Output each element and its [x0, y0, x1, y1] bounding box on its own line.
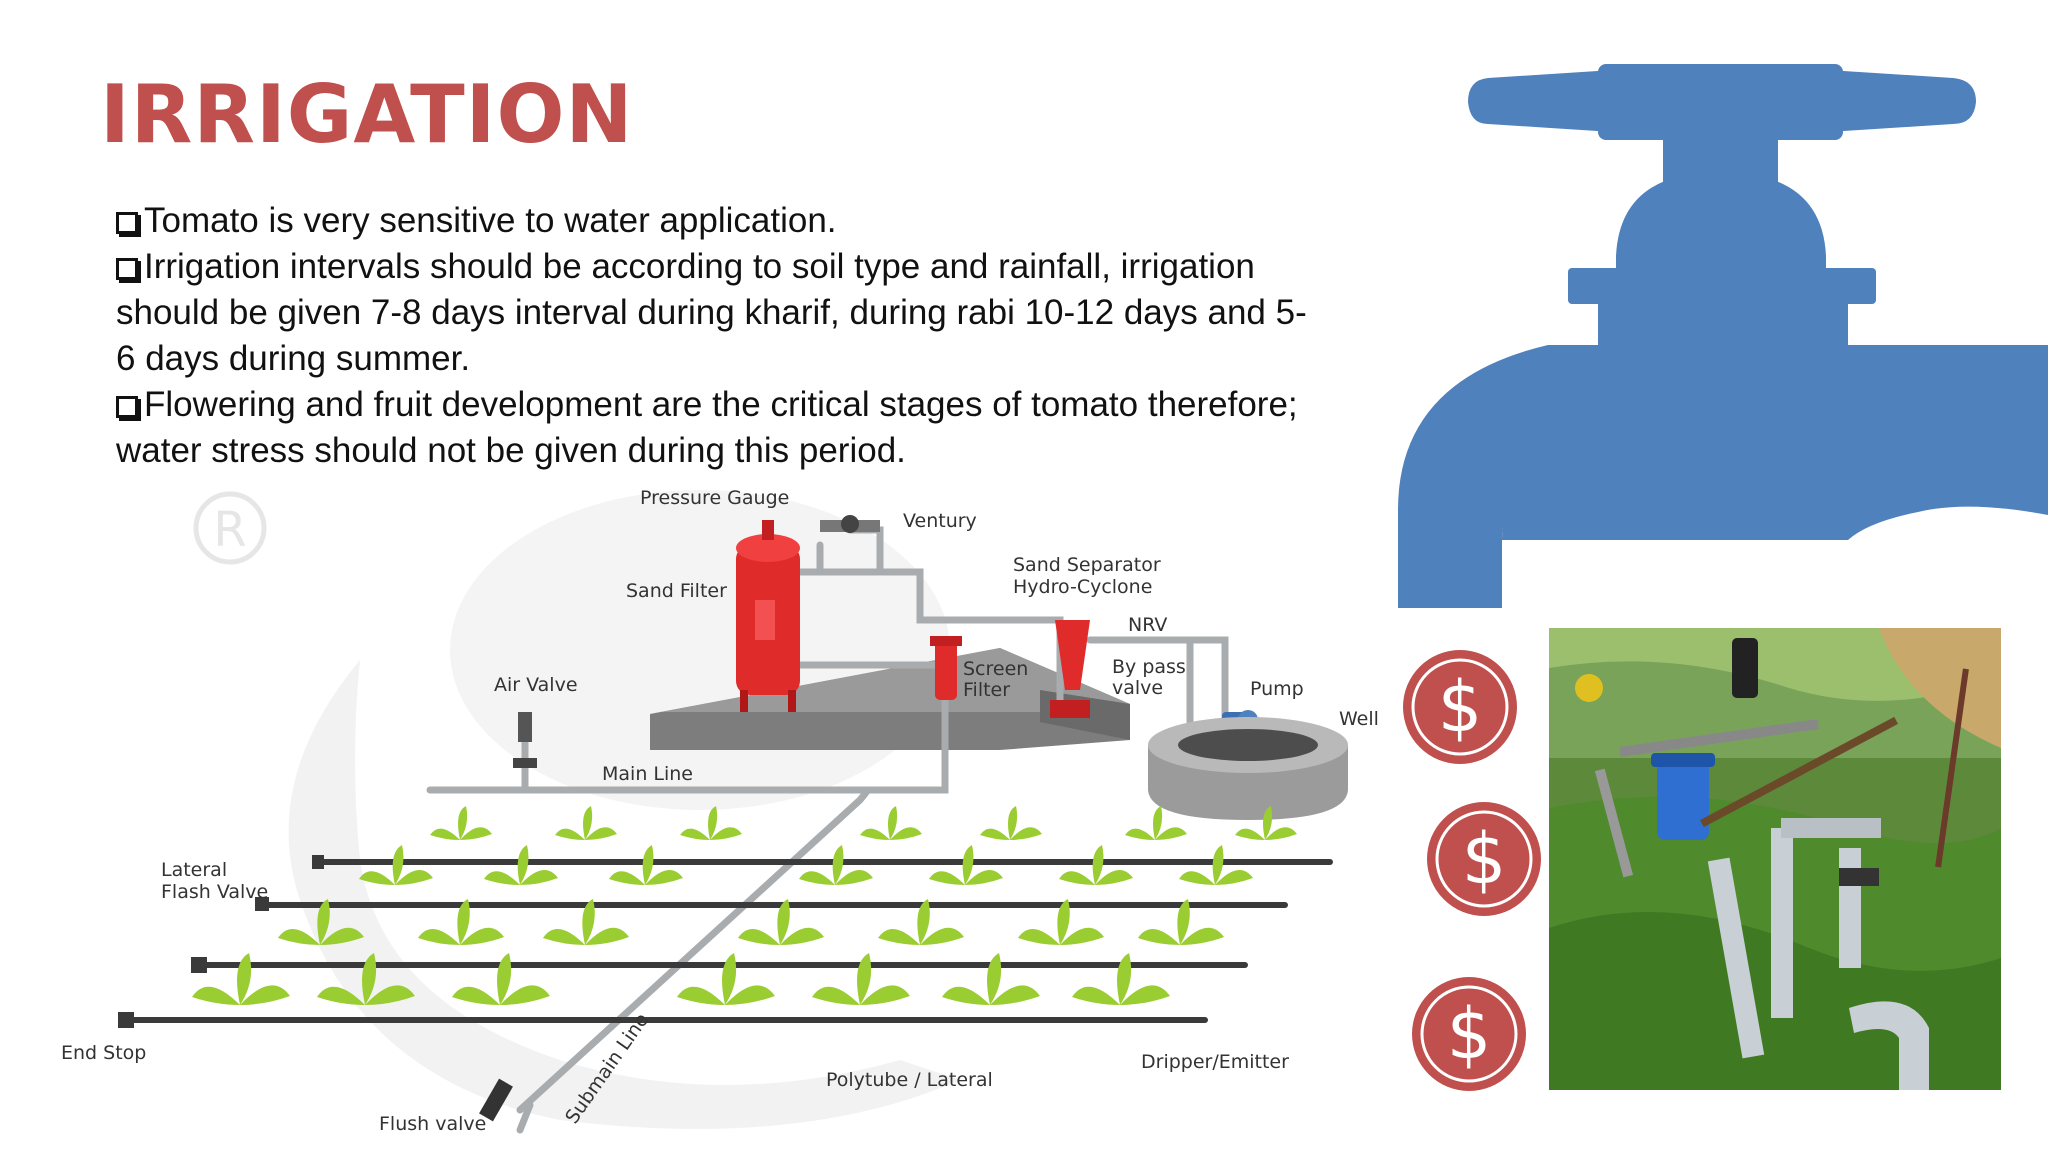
- label-hydro-cyclone: Hydro-Cyclone: [1013, 576, 1152, 598]
- label-sand-separator: Sand Separator: [1013, 554, 1161, 576]
- drip-irrigation-diagram: R: [61, 487, 1379, 1135]
- label-by-pass: By pass: [1112, 656, 1186, 678]
- label-flush-valve: Flush valve: [379, 1113, 486, 1135]
- bullet-list: Tomato is very sensitive to water applic…: [116, 198, 1326, 474]
- checkbox-bullet-icon: [116, 212, 138, 234]
- dollar-coin-icon: $: [1412, 977, 1526, 1091]
- watermark-registered-icon: [193, 491, 267, 565]
- dollar-symbol: $: [1447, 993, 1492, 1075]
- dollar-coin-icon: $: [1427, 802, 1541, 916]
- label-well: Well: [1339, 708, 1379, 730]
- svg-text:R: R: [213, 502, 246, 558]
- flush-valve: [479, 1078, 513, 1122]
- bullet-item: Irrigation intervals should be according…: [116, 247, 1307, 378]
- checkbox-bullet-icon: [116, 396, 138, 418]
- label-ventury: Ventury: [903, 510, 977, 532]
- water-tap-icon: [1398, 64, 2048, 608]
- screen-filter: [930, 636, 962, 700]
- sand-filter: [736, 520, 800, 712]
- label-flash-valve: Flash Valve: [161, 881, 268, 903]
- tomato-plants: [192, 806, 1297, 1005]
- air-valve: [518, 712, 532, 742]
- bullet-item: Flowering and fruit development are the …: [116, 385, 1298, 470]
- dollar-symbol: $: [1462, 818, 1507, 900]
- well: [1148, 717, 1348, 820]
- label-dripper-emitter: Dripper/Emitter: [1141, 1051, 1289, 1073]
- label-sand-filter: Sand Filter: [626, 580, 727, 602]
- label-polytube-lateral: Polytube / Lateral: [826, 1069, 993, 1091]
- watermark-shape: [288, 660, 960, 1129]
- drip-irrigation-photo: [1549, 628, 2001, 1090]
- slide-title: IRRIGATION: [100, 68, 634, 161]
- label-filter: Filter: [963, 679, 1010, 701]
- bullet-item: Tomato is very sensitive to water applic…: [116, 198, 1326, 244]
- dollar-symbol: $: [1438, 666, 1483, 748]
- end-stop: [118, 1012, 134, 1028]
- label-valve: valve: [1112, 677, 1163, 699]
- label-air-valve: Air Valve: [494, 674, 578, 696]
- label-screen: Screen: [963, 658, 1028, 680]
- label-nrv: NRV: [1128, 614, 1167, 636]
- dollar-coin-icon: $: [1403, 650, 1517, 764]
- label-main-line: Main Line: [602, 763, 693, 785]
- label-pump: Pump: [1250, 678, 1304, 700]
- label-lateral: Lateral: [161, 859, 227, 881]
- sand-separator-hydro-cyclone: [1050, 620, 1090, 718]
- label-end-stop: End Stop: [61, 1042, 146, 1064]
- checkbox-bullet-icon: [116, 258, 138, 280]
- label-pressure-gauge: Pressure Gauge: [640, 487, 789, 509]
